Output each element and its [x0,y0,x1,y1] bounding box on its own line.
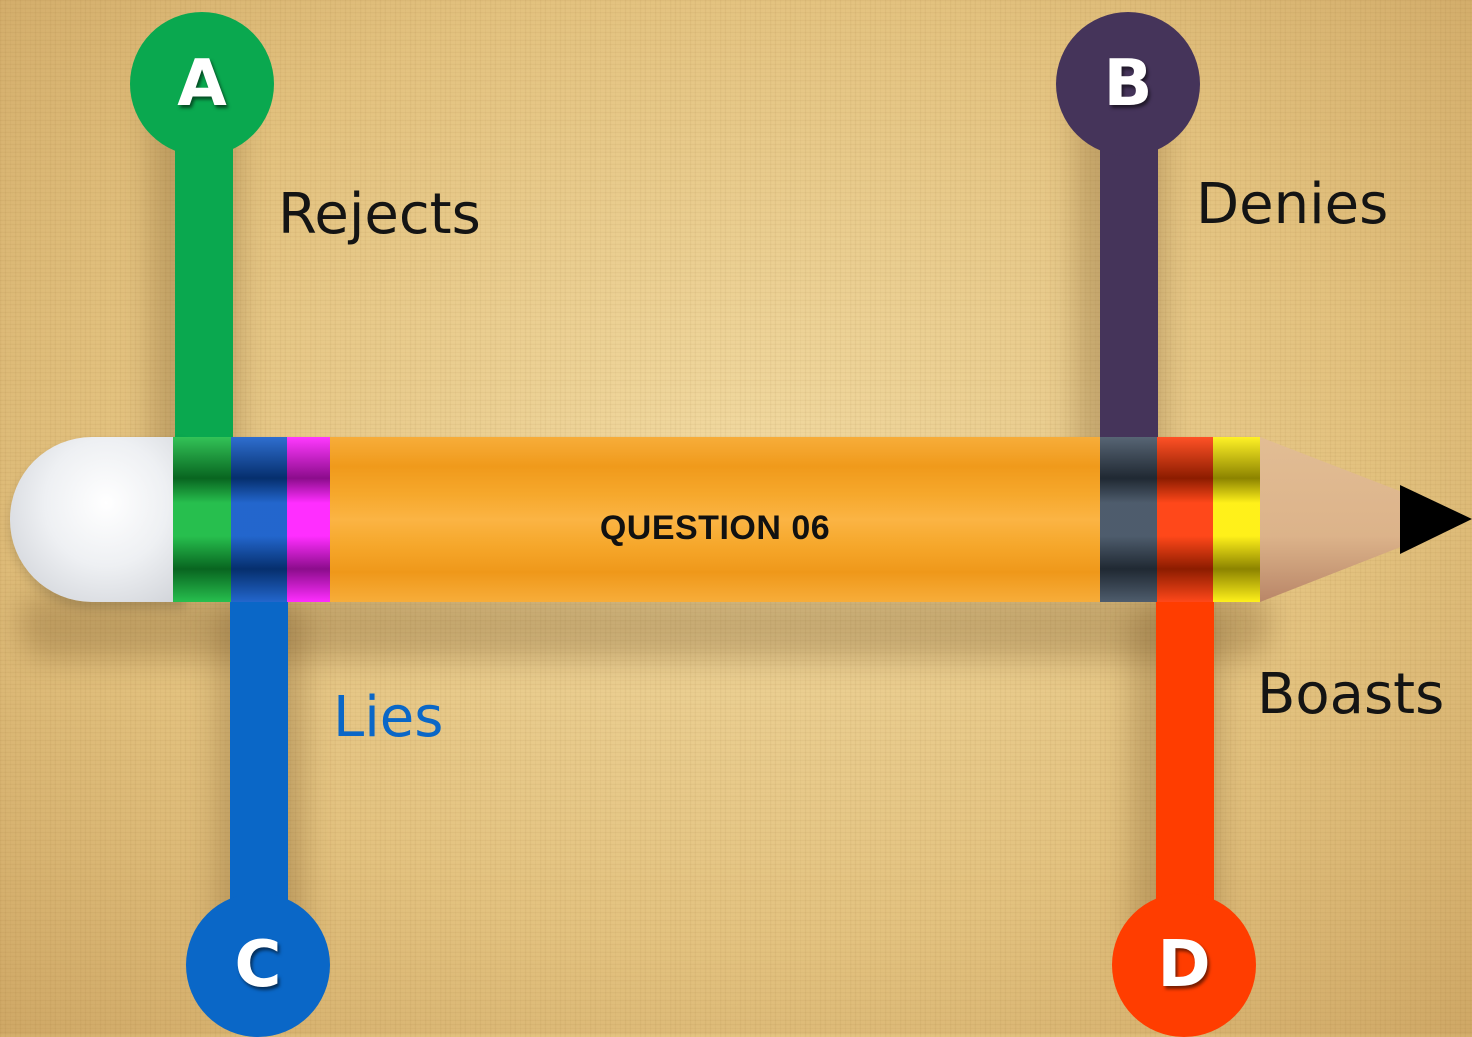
question-title: QUESTION 06 [599,509,831,547]
option-c-stem [230,590,288,910]
option-d-letter: D [1157,928,1211,1002]
pencil-band-green [173,437,231,602]
option-a-letter: A [177,47,227,121]
pencil-eraser [10,437,185,602]
pencil-band-red [1157,437,1213,602]
option-b-text[interactable]: Denies [1196,172,1389,237]
option-a-stem [175,130,233,450]
option-b-button[interactable]: B [1056,12,1200,156]
option-a-text[interactable]: Rejects [278,182,481,247]
pencil-body: QUESTION 06 [330,437,1100,602]
pencil-tip [1260,437,1472,602]
pencil-band-blue [231,437,287,602]
option-d-text[interactable]: Boasts [1257,662,1445,727]
option-c-letter: C [234,928,282,1002]
option-c-text[interactable]: Lies [333,685,444,750]
option-d-button[interactable]: D [1112,893,1256,1037]
pencil-band-yellow [1213,437,1260,602]
option-c-button[interactable]: C [186,893,330,1037]
option-b-stem [1100,130,1158,450]
pencil-lead [1400,485,1472,554]
option-b-letter: B [1103,47,1153,121]
option-d-stem [1156,590,1214,910]
pencil-band-teal [1100,437,1157,602]
option-a-button[interactable]: A [130,12,274,156]
pencil-band-magenta [287,437,330,602]
